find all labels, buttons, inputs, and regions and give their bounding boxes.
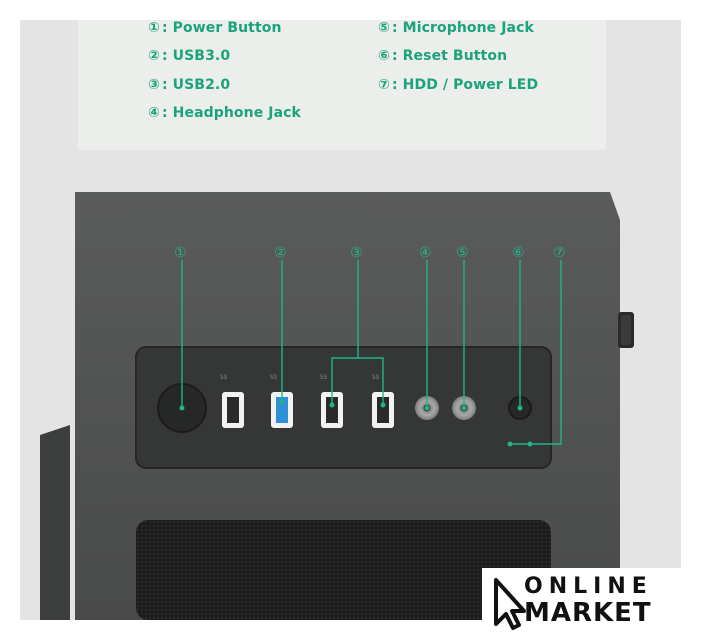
side-knob-ring	[621, 315, 631, 345]
legend-label: HDD / Power LED	[402, 77, 539, 93]
legend-label: USB2.0	[172, 77, 231, 93]
callout-number: ⑤	[456, 245, 469, 261]
case-side-panel	[40, 425, 70, 620]
usb-port-icon	[222, 392, 244, 428]
legend-label: Power Button	[172, 20, 282, 36]
port-label: SS	[270, 374, 278, 381]
legend-item-microphone-jack: ⑤: Microphone Jack	[378, 20, 534, 36]
logo-line-online: ONLINE	[524, 574, 653, 599]
port-label: SS	[220, 374, 228, 381]
logo-line-market: MARKET	[524, 598, 652, 628]
legend-item-usb3: ②: USB3.0	[148, 48, 230, 64]
legend-label: Headphone Jack	[172, 105, 301, 121]
legend-separator: :	[161, 20, 168, 36]
front-mesh-grill	[136, 520, 551, 620]
callout-lines	[181, 260, 562, 445]
callout-number: ⑥	[512, 245, 525, 261]
legend-item-headphone-jack: ④: Headphone Jack	[148, 105, 301, 121]
legend-item-reset-button: ⑥: Reset Button	[378, 48, 507, 64]
legend-separator: :	[161, 77, 168, 93]
legend-number: ②	[148, 48, 160, 64]
port-label: SS	[372, 374, 380, 381]
legend-number: ⑤	[378, 20, 390, 36]
legend-number: ①	[148, 20, 160, 36]
product-image: ①: Power Button ②: USB3.0 ③: USB2.0 ④: H…	[20, 20, 681, 620]
legend-label: USB3.0	[172, 48, 231, 64]
legend-number: ③	[148, 77, 160, 93]
callout-dots	[179, 399, 523, 411]
legend-separator: :	[391, 20, 398, 36]
legend-label: Reset Button	[402, 48, 508, 64]
legend-item-hdd-power-led: ⑦: HDD / Power LED	[378, 77, 538, 93]
callout-number: ①	[174, 245, 187, 261]
online-market-logo: ONLINE MARKET	[482, 568, 681, 640]
legend-item-usb2: ③: USB2.0	[148, 77, 230, 93]
usb-port-icon	[271, 392, 293, 428]
legend-label: Microphone Jack	[402, 20, 534, 36]
callout-number: ⑦	[553, 245, 566, 261]
legend-item-power-button: ①: Power Button	[148, 20, 282, 36]
legend-separator: :	[161, 48, 168, 64]
legend-separator: :	[391, 77, 398, 93]
callout-number: ④	[419, 245, 432, 261]
cursor-arrow-icon	[494, 578, 526, 630]
callout-number: ②	[274, 245, 287, 261]
pc-case-illustration: SS SS SS SS	[40, 192, 634, 620]
legend-number: ④	[148, 105, 160, 121]
io-panel	[135, 346, 552, 469]
callout-number: ③	[350, 245, 363, 261]
usb-port-icon	[321, 392, 343, 428]
legend-panel: ①: Power Button ②: USB3.0 ③: USB2.0 ④: H…	[78, 20, 606, 150]
legend-number: ⑦	[378, 77, 390, 93]
legend-separator: :	[391, 48, 398, 64]
usb-port-icon	[372, 392, 394, 428]
legend-number: ⑥	[378, 48, 390, 64]
legend-separator: :	[161, 105, 168, 121]
port-label: SS	[320, 374, 328, 381]
